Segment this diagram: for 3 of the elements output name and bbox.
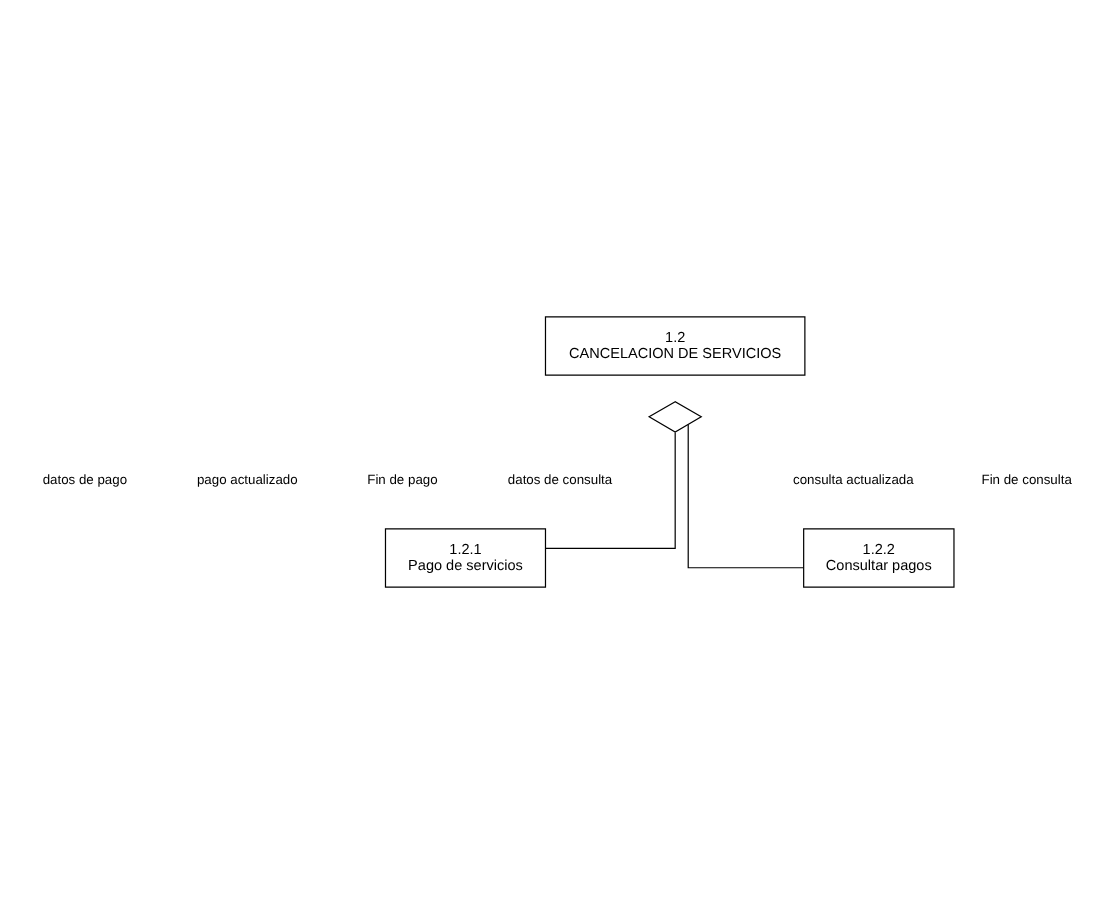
node-diamond — [647, 401, 703, 433]
connector — [545, 431, 676, 549]
connector — [687, 423, 805, 569]
